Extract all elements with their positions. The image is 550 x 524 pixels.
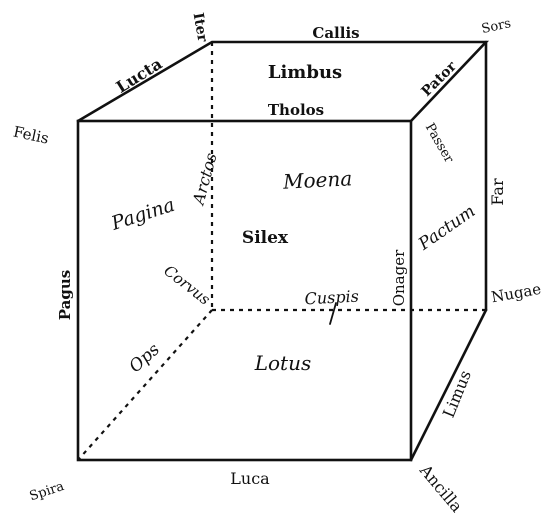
top-face-outline: [76, 40, 490, 123]
label-corvus: Corvus: [160, 261, 213, 308]
label-iter: Iter: [190, 11, 211, 43]
label-lotus: Lotus: [254, 351, 312, 375]
hidden-edge-bottom-left: [77, 309, 213, 461]
label-pagina: Pagina: [108, 194, 178, 235]
label-callis: Callis: [312, 24, 359, 42]
label-pactum: Pactum: [414, 201, 479, 255]
label-ancilla: Ancilla: [415, 460, 466, 516]
label-onager: Onager: [390, 249, 408, 306]
label-cuspis: Cuspis: [304, 287, 359, 309]
label-nugae: Nugae: [490, 280, 543, 306]
label-spira: Spira: [28, 479, 66, 504]
label-pator: Pator: [419, 58, 461, 100]
label-pagus: Pagus: [56, 270, 74, 320]
label-felis: Felis: [12, 123, 51, 148]
label-arctos: Arctos: [188, 151, 220, 209]
label-limbus: Limbus: [268, 62, 342, 83]
label-passer: Passer: [422, 121, 457, 167]
label-far: Far: [488, 178, 507, 206]
front-face-outline: [76, 119, 413, 462]
label-tholos: Tholos: [268, 101, 324, 119]
cuspis-tick: [329, 302, 337, 325]
label-silex: Silex: [242, 228, 289, 248]
label-moena: Moena: [281, 166, 352, 194]
label-sors: Sors: [480, 16, 512, 37]
label-luca: Luca: [230, 469, 270, 488]
bottom-right-edge: [409, 308, 488, 462]
